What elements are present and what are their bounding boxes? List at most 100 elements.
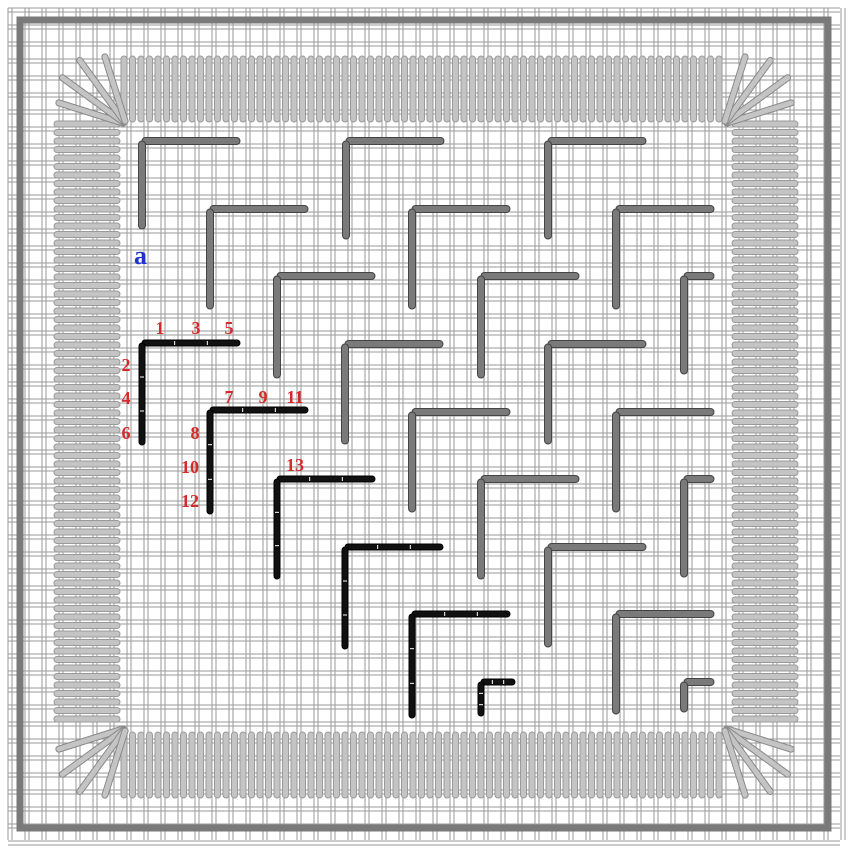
right-border-stitch [732, 274, 798, 280]
grey-corner-stitch [409, 206, 511, 310]
right-border-stitch [732, 572, 798, 578]
worked-corner-stitch [409, 611, 510, 718]
bottom-border-stitch [453, 732, 459, 798]
right-border-stitch [732, 674, 798, 680]
right-border-stitch [732, 589, 798, 595]
left-border-stitch [54, 138, 120, 144]
bottom-border-stitch [206, 732, 212, 798]
right-border-stitch [732, 198, 798, 204]
left-border-stitch [54, 223, 120, 229]
left-border-stitch [54, 478, 120, 484]
corner-stitch-horizontal [616, 611, 714, 618]
bottom-border-stitch [342, 732, 348, 798]
bottom-border-stitch [529, 732, 535, 798]
left-border-stitch [54, 164, 120, 170]
bottom-border-stitch [589, 732, 595, 798]
left-border-stitch [54, 640, 120, 646]
left-border-stitch [54, 648, 120, 654]
corner-stitch-vertical [681, 276, 688, 374]
bottom-border-stitch [368, 732, 374, 798]
bottom-border-stitch [308, 732, 314, 798]
bottom-border-stitch [325, 732, 331, 798]
left-border-stitch [54, 402, 120, 408]
step-number: 8 [191, 423, 200, 443]
left-border-stitch [54, 436, 120, 442]
right-border-stitch [732, 461, 798, 467]
corner-stitch-horizontal [548, 138, 646, 145]
canvas-grid [8, 8, 845, 845]
bottom-border-stitch [249, 732, 255, 798]
worked-stitch-horizontal [277, 476, 375, 482]
left-border-stitch [54, 512, 120, 518]
top-border-stitch [291, 56, 297, 122]
right-border-stitch [732, 385, 798, 391]
bottom-border-stitch [300, 732, 306, 798]
right-border-stitch [732, 240, 798, 246]
step-number: 7 [225, 387, 234, 407]
left-border-stitch [54, 351, 120, 357]
corner-stitch-vertical [409, 209, 416, 309]
top-border-stitch [266, 56, 272, 122]
right-border-stitch [732, 436, 798, 442]
left-border-stitch [54, 470, 120, 476]
bottom-border-stitch [223, 732, 229, 798]
corner-stitch-vertical [342, 344, 349, 444]
left-border-stitch [54, 249, 120, 255]
top-border-stitch [563, 56, 569, 122]
left-border-stitch [54, 631, 120, 637]
worked-stitch-horizontal [210, 407, 308, 413]
top-border-stitch [232, 56, 238, 122]
bottom-border-stitch [504, 732, 510, 798]
step-number: 9 [259, 387, 268, 407]
top-border-stitch [317, 56, 323, 122]
right-border-stitch [732, 410, 798, 416]
grey-corner-stitch [545, 138, 647, 240]
corner-stitch-horizontal [548, 341, 646, 348]
right-border-stitch [732, 249, 798, 255]
right-border-stitch [732, 147, 798, 153]
top-border-stitch [478, 56, 484, 122]
right-border-stitch [732, 691, 798, 697]
bottom-border-stitch [623, 732, 629, 798]
right-border-stitch [732, 266, 798, 272]
left-border-stitch [54, 393, 120, 399]
left-border-stitch [54, 699, 120, 705]
grey-corner-stitch [342, 341, 444, 445]
top-border-stitch [495, 56, 501, 122]
right-border-stitch [732, 563, 798, 569]
top-border-stitch [444, 56, 450, 122]
right-border-stitch [732, 427, 798, 433]
top-border-stitch [699, 56, 705, 122]
right-border-stitch [732, 453, 798, 459]
bottom-border-stitch [155, 732, 161, 798]
top-border-stitch [257, 56, 263, 122]
top-border-stitch [138, 56, 144, 122]
corner-stitch-horizontal [210, 206, 308, 213]
bottom-border-stitch [487, 732, 493, 798]
right-border-stitch [732, 232, 798, 238]
bottom-border-stitch [657, 732, 663, 798]
bottom-border-stitch [351, 732, 357, 798]
left-border-stitch [54, 657, 120, 663]
grey-corner-stitch [207, 206, 309, 310]
worked-stitch-horizontal [142, 340, 240, 346]
bottom-border-stitch [563, 732, 569, 798]
grey-corner-stitch [613, 409, 715, 513]
grey-corner-stitch [139, 138, 241, 230]
corner-stitch-vertical [681, 682, 688, 712]
top-border-stitch [657, 56, 663, 122]
corner-stitch-vertical [545, 141, 552, 239]
right-border-stitch [732, 470, 798, 476]
bottom-border-stitch [555, 732, 561, 798]
bottom-border-stitch [606, 732, 612, 798]
right-border-stitch [732, 648, 798, 654]
corner-stitch-vertical [613, 209, 620, 309]
bottom-border-stitch [376, 732, 382, 798]
bottom-border-stitch [164, 732, 170, 798]
bottom-border-stitch [572, 732, 578, 798]
bottom-border-stitch [495, 732, 501, 798]
top-border-stitch [589, 56, 595, 122]
right-border-stitch [732, 181, 798, 187]
left-border-stitch [54, 521, 120, 527]
